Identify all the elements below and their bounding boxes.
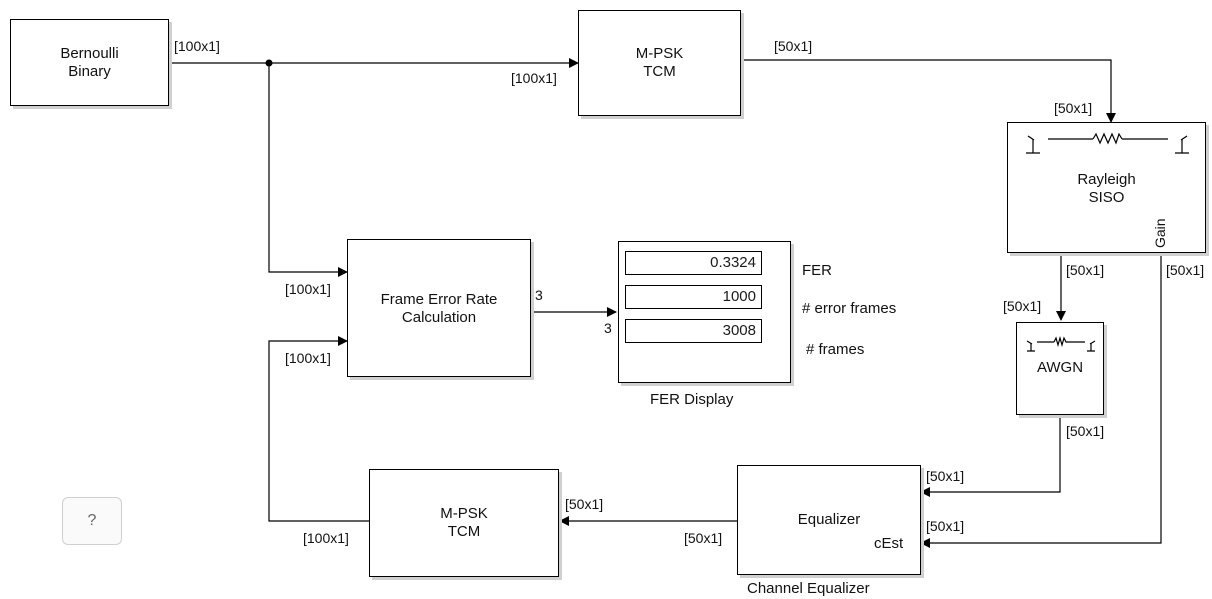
awgn-output-dim: [50x1] — [1066, 423, 1105, 439]
rayleigh-output-dim: [50x1] — [1066, 262, 1105, 278]
mpsk-tcm-decoder-label: M-PSK TCM — [440, 505, 488, 540]
mpsk-tcm-encoder-label: M-PSK TCM — [635, 45, 684, 80]
tcm-encoder-output-dim: [50x1] — [774, 38, 813, 54]
antenna-icon — [1026, 132, 1189, 154]
wire-awgn-to-equalizer — [920, 416, 1061, 497]
wire-branch-to-fer — [268, 63, 348, 277]
equalizer-label: Equalizer — [797, 511, 861, 528]
frames-row-label: # frames — [806, 341, 865, 358]
frames-value-field: 3008 — [625, 319, 762, 343]
fer-row-label: FER — [802, 262, 832, 279]
fer-display-caption: FER Display — [650, 391, 734, 408]
help-button[interactable]: ? — [62, 497, 122, 545]
error-frames-row-label: # error frames — [802, 300, 897, 317]
display-input-port-number: 3 — [604, 320, 612, 336]
awgn-input-dim: [50x1] — [1003, 298, 1042, 314]
wire-gain-to-equalizer — [920, 253, 1162, 548]
frame-error-rate-calculation-label: Frame Error Rate Calculation — [380, 291, 498, 326]
fer-input2-dim: [100x1] — [285, 350, 331, 366]
mpsk-tcm-decoder-block[interactable]: M-PSK TCM — [369, 469, 559, 577]
equalizer-output-dim: [50x1] — [684, 530, 723, 546]
branch-point — [265, 59, 273, 67]
rayleigh-siso-block[interactable]: Rayleigh SISO Gain — [1007, 122, 1206, 253]
awgn-label: AWGN — [1036, 359, 1084, 376]
rayleigh-siso-label: Rayleigh SISO — [1077, 171, 1136, 206]
tcm-decoder-input-dim: [50x1] — [565, 496, 604, 512]
frame-error-rate-calculation-block[interactable]: Frame Error Rate Calculation 3 — [347, 239, 543, 377]
fer-output-port-number: 3 — [535, 287, 543, 303]
fer-input1-dim: [100x1] — [285, 281, 331, 297]
mpsk-tcm-encoder-block[interactable]: M-PSK TCM — [578, 10, 741, 116]
wire-tcm-to-fer — [268, 336, 369, 522]
channel-equalizer-caption: Channel Equalizer — [747, 580, 870, 597]
channel-equalizer-block[interactable]: Equalizer cEst — [737, 465, 921, 575]
error-frames-value-field: 1000 — [625, 285, 762, 309]
fer-value-field: 0.3324 — [625, 251, 762, 275]
cest-port-label: cEst — [874, 535, 904, 552]
bernoulli-output-dim: [100x1] — [174, 38, 220, 54]
awgn-block[interactable]: AWGN — [1016, 322, 1104, 415]
tcm-encoder-input-dim: [100x1] — [511, 70, 557, 86]
antenna-icon — [1026, 335, 1096, 352]
rayleigh-input-dim: [50x1] — [1054, 100, 1093, 116]
equalizer-input1-dim: [50x1] — [926, 468, 965, 484]
wire-tcm-to-rayleigh — [741, 59, 1116, 123]
bernoulli-binary-label: Bernoulli Binary — [60, 45, 119, 80]
equalizer-input2-dim: [50x1] — [926, 518, 965, 534]
gain-port-label: Gain — [1152, 218, 1168, 248]
bernoulli-binary-block[interactable]: Bernoulli Binary — [10, 19, 169, 106]
tcm-decoder-output-dim: [100x1] — [303, 530, 349, 546]
fer-display-block[interactable]: 0.3324 1000 3008 — [618, 241, 791, 383]
rayleigh-gain-output-dim: [50x1] — [1166, 262, 1205, 278]
